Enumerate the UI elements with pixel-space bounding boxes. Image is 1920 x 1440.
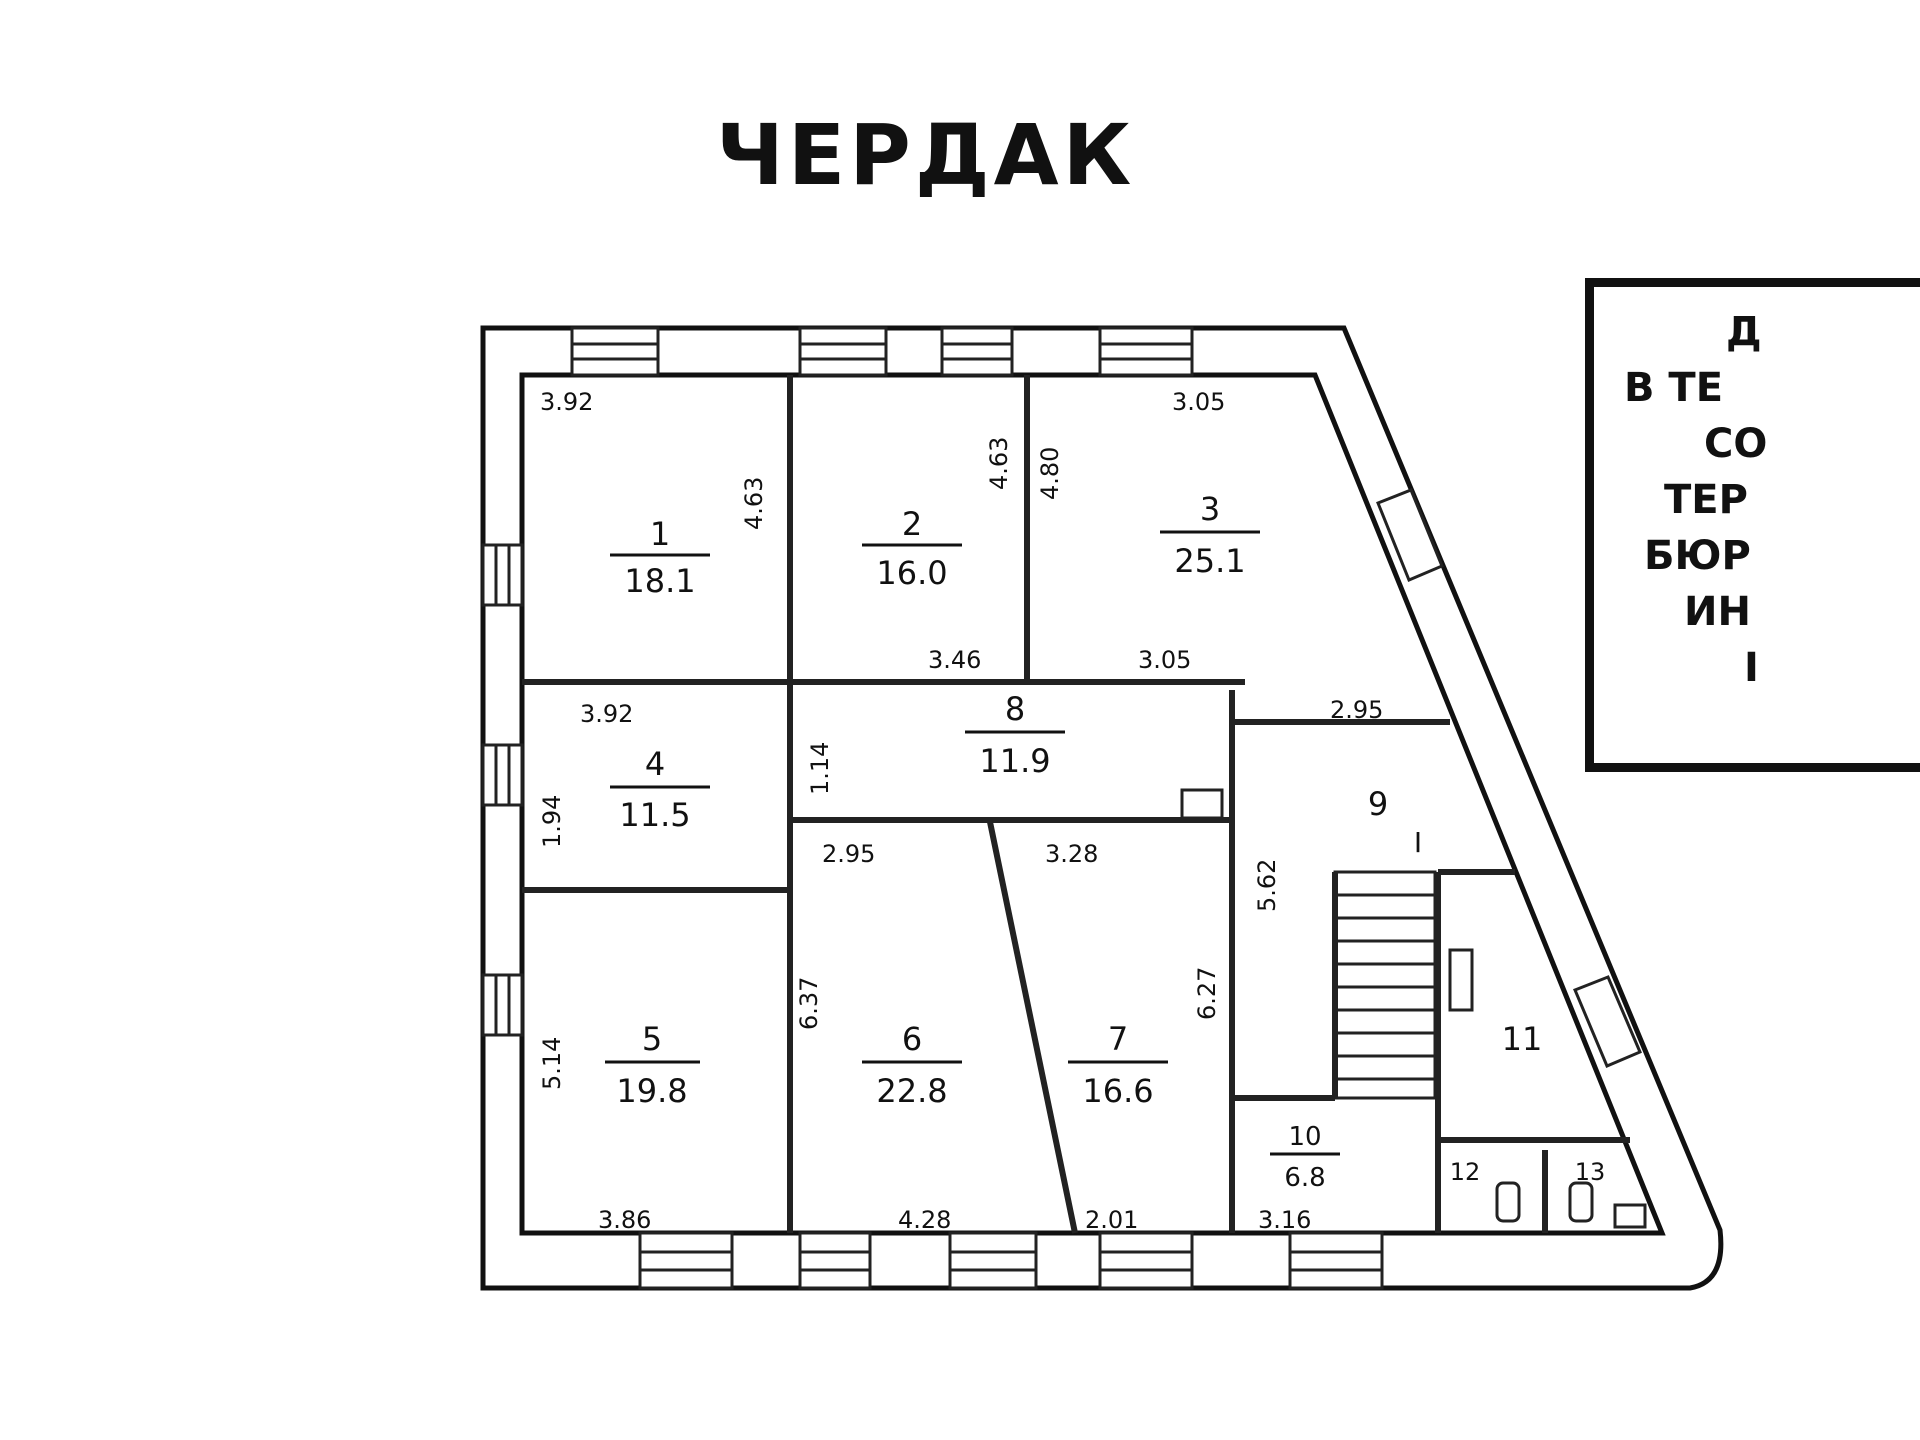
dimension-label: 3.16	[1258, 1206, 1311, 1234]
stamp-line: I	[1744, 645, 1759, 691]
dimension-label: 4.80	[1036, 447, 1064, 500]
room-5-number: 5	[642, 1020, 662, 1058]
dimension-label: 4.28	[898, 1206, 951, 1234]
dimension-label: 3.92	[580, 700, 633, 728]
room-8-number: 8	[1005, 690, 1025, 728]
room-4-area: 11.5	[619, 796, 690, 834]
plan-title: ЧЕРДАК	[716, 106, 1136, 204]
room-10-number: 10	[1288, 1122, 1321, 1152]
dimension-label: 6.37	[795, 977, 823, 1030]
dimension-label: 2.01	[1085, 1206, 1138, 1234]
stair-label: I	[1414, 826, 1422, 859]
dimension-label: 5.14	[538, 1037, 566, 1090]
room-10-area: 6.8	[1284, 1163, 1325, 1193]
room-12-number: 12	[1450, 1158, 1481, 1186]
room-1-number: 1	[650, 515, 670, 553]
room-13-number: 13	[1575, 1158, 1606, 1186]
fixtures	[1180, 788, 1647, 1229]
dimension-label: 4.63	[985, 437, 1013, 490]
stamp-box: Д В ТЕ СО ТЕР БЮР ИН I	[1585, 278, 1920, 772]
dimension-label: 3.05	[1172, 388, 1225, 416]
dimension-label: 5.62	[1253, 859, 1281, 912]
dimension-label: 3.92	[540, 388, 593, 416]
dimension-label: 1.94	[538, 795, 566, 848]
dimension-label: 3.86	[598, 1206, 651, 1234]
stamp-line: БЮР	[1644, 533, 1751, 579]
dimension-label: 4.63	[740, 477, 768, 530]
room-2-number: 2	[902, 505, 922, 543]
dimension-label: 1.14	[806, 742, 834, 795]
dimension-label: 3.28	[1045, 840, 1098, 868]
room-3-number: 3	[1200, 490, 1220, 528]
room-7-number: 7	[1108, 1020, 1128, 1058]
stairs	[1333, 870, 1437, 1100]
partitions	[522, 375, 1630, 1234]
stamp-line: ТЕР	[1664, 477, 1748, 523]
room-9-number: 9	[1368, 785, 1388, 823]
dimension-label: 3.46	[928, 646, 981, 674]
outer-wall	[480, 325, 1724, 1291]
room-11-number: 11	[1502, 1020, 1543, 1058]
room-3-area: 25.1	[1174, 542, 1245, 580]
room-2-area: 16.0	[876, 554, 947, 592]
stamp-line: В ТЕ	[1624, 365, 1724, 411]
dimension-label: 3.05	[1138, 646, 1191, 674]
stamp-line: Д	[1726, 309, 1762, 355]
room-6-number: 6	[902, 1020, 922, 1058]
windows	[481, 326, 1642, 1290]
dimension-label: 2.95	[1330, 696, 1383, 724]
room-6-area: 22.8	[876, 1072, 947, 1110]
stamp-line: ИН	[1684, 589, 1751, 635]
room-5-area: 19.8	[616, 1072, 687, 1110]
room-7-area: 16.6	[1082, 1072, 1153, 1110]
dimension-label: 2.95	[822, 840, 875, 868]
room-8-area: 11.9	[979, 742, 1050, 780]
stamp-line: СО	[1704, 421, 1768, 467]
room-4-number: 4	[645, 745, 665, 783]
dimension-label: 6.27	[1193, 967, 1221, 1020]
room-1-area: 18.1	[624, 562, 695, 600]
inner-wall	[519, 372, 1666, 1236]
